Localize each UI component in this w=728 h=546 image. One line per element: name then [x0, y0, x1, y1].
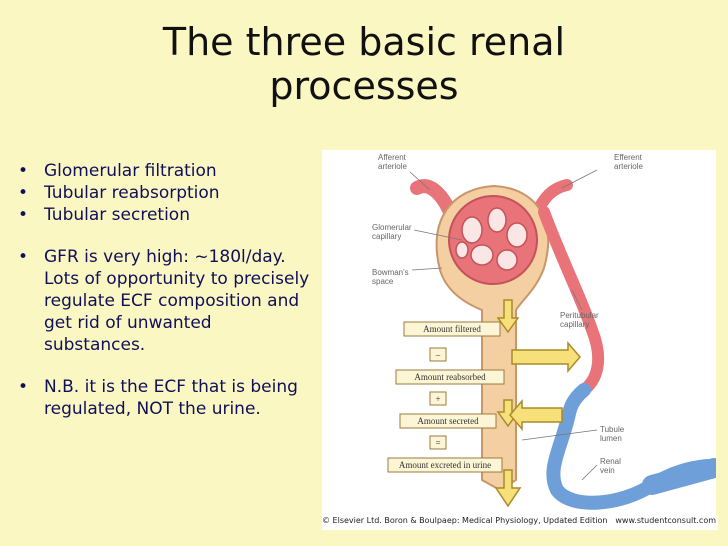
- amount-filtered-label: Amount filtered: [423, 324, 481, 334]
- efferent-label-line1: Efferent: [614, 153, 643, 162]
- credit-url: www.studentconsult.com: [615, 516, 716, 525]
- bowmans-label-line1: Bowman's: [372, 268, 409, 277]
- credit-text: © Elsevier Ltd. Boron & Boulpaep: Medica…: [322, 516, 608, 525]
- tubule-label-line1: Tubule: [600, 425, 625, 434]
- amount-secreted-label: Amount secreted: [417, 416, 479, 426]
- amount-secreted-box: [399, 413, 497, 429]
- glomerular-label-line2: capillary: [372, 232, 401, 241]
- bullet-item: GFR is very high: ~180l/day. Lots of opp…: [18, 246, 318, 356]
- afferent-label-line2: arteriole: [378, 162, 407, 171]
- slide-title: The three basic renal processes: [0, 20, 728, 108]
- amount-excreted-label: Amount excreted in urine: [399, 460, 491, 470]
- renal-vein: [642, 458, 716, 495]
- bullet-item: Tubular reabsorption: [18, 182, 318, 204]
- plus-box: [429, 391, 447, 406]
- bullet-item: Glomerular filtration: [18, 160, 318, 182]
- bullet-list: Glomerular filtration Tubular reabsorpti…: [18, 160, 318, 420]
- amount-excreted-box: [387, 457, 503, 473]
- amount-filtered-box: [403, 321, 501, 337]
- minus-box: [429, 347, 447, 362]
- plus-sign: +: [435, 394, 440, 404]
- title-line-2: processes: [269, 64, 459, 108]
- renal-vein-label-line1: Renal: [600, 457, 621, 466]
- amount-reabsorbed-label: Amount reabsorbed: [414, 372, 486, 382]
- bullet-item: N.B. it is the ECF that is being regulat…: [18, 376, 318, 420]
- title-line-1: The three basic renal: [162, 20, 566, 64]
- bowmans-label-line2: space: [372, 277, 394, 286]
- equals-box: [429, 435, 447, 450]
- bullet-item: Tubular secretion: [18, 204, 318, 226]
- glomerular-label-line1: Glomerular: [372, 223, 412, 232]
- peritubular-label-line2: capillary: [560, 320, 589, 329]
- tubule-label-line2: lumen: [600, 434, 622, 443]
- nephron-diagram: Amount filtered – Amount reabsorbed + Am…: [322, 150, 716, 528]
- equals-sign: =: [435, 438, 440, 448]
- renal-vein-label-line2: vein: [600, 466, 615, 475]
- figure-credit: © Elsevier Ltd. Boron & Boulpaep: Medica…: [322, 516, 718, 530]
- flow-arrows: [494, 299, 581, 508]
- peritubular-capillary: [538, 206, 605, 396]
- amount-reabsorbed-box: [395, 369, 505, 385]
- amount-boxes: Amount filtered – Amount reabsorbed + Am…: [387, 321, 505, 473]
- efferent-label-line2: arteriole: [614, 162, 643, 171]
- afferent-arteriole: [410, 179, 457, 219]
- minus-sign: –: [435, 350, 441, 360]
- peritubular-label-line1: Peritubular: [560, 311, 599, 320]
- afferent-label-line1: Afferent: [378, 153, 407, 162]
